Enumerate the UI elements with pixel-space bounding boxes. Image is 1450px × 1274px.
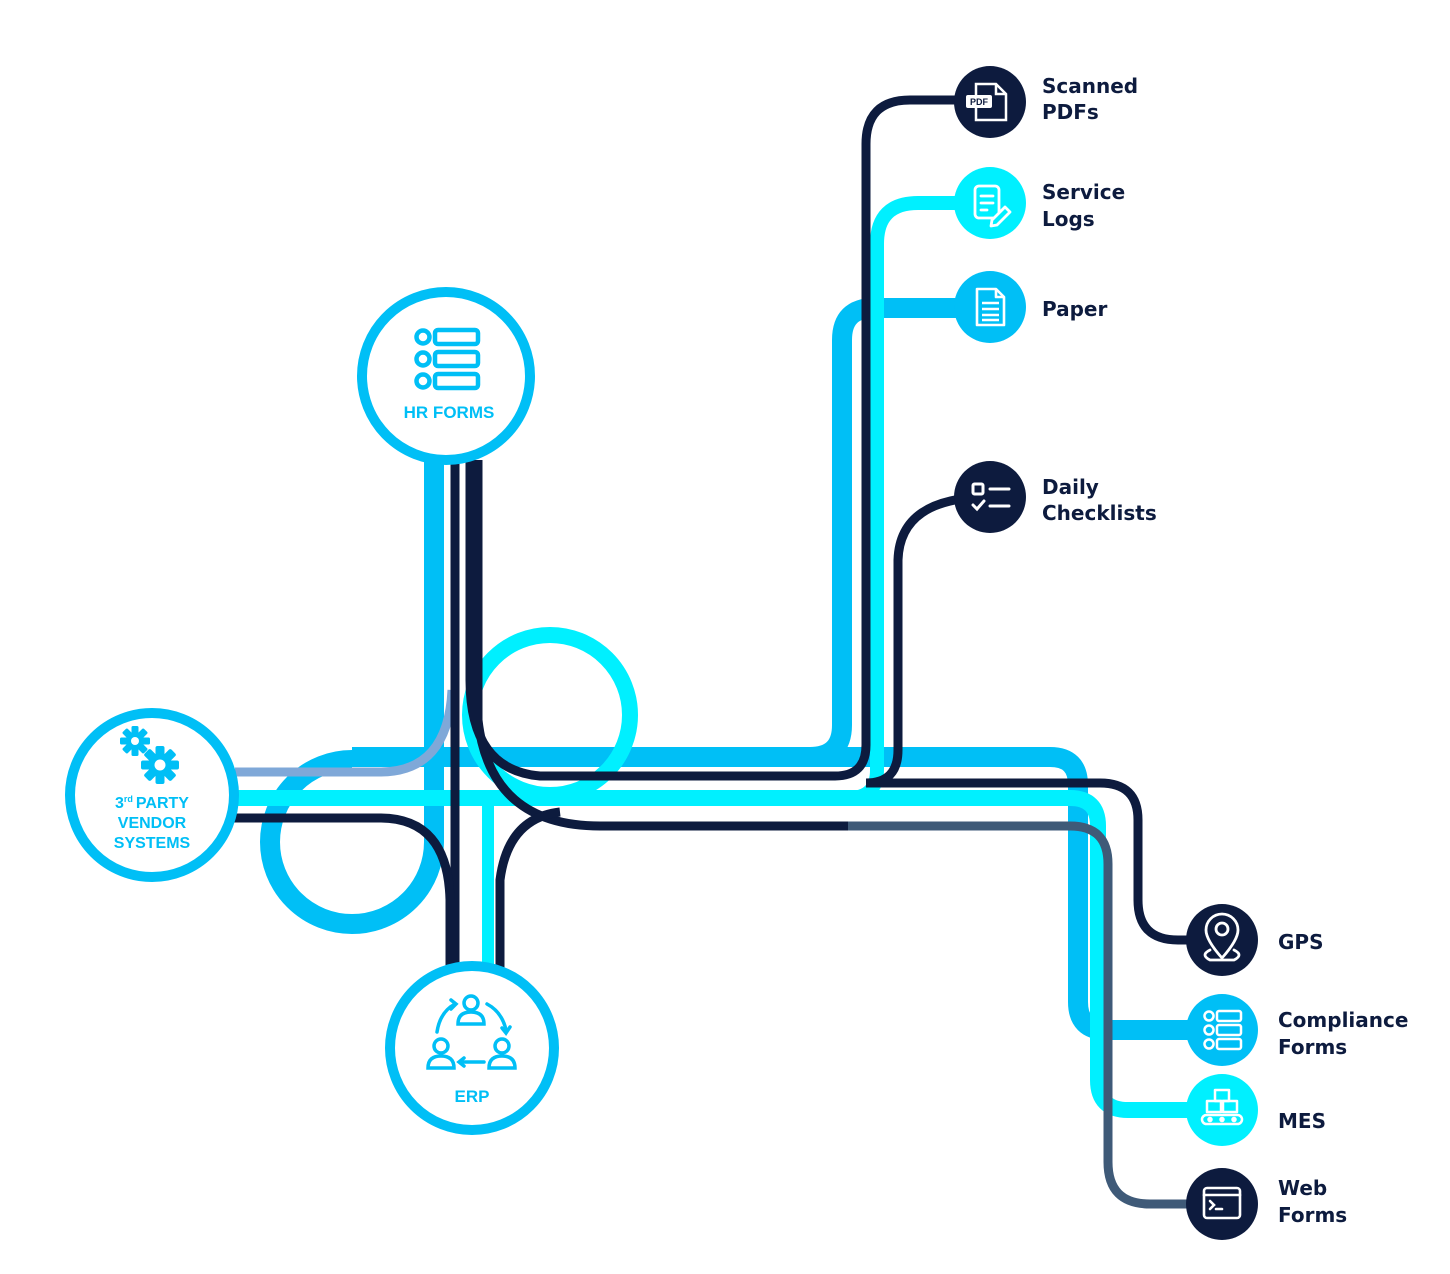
pipe-erp-curve [495,807,561,975]
endpoint-daily-checklists[interactable]: Daily Checklists [954,461,1157,533]
paper-document-icon [975,287,1006,327]
hub-vendor-label-line2: VENDOR [118,815,187,832]
location-pin-icon [1203,912,1241,962]
label-scanned-pdfs-2: PDFs [1042,100,1099,124]
form-list-icon [1203,1009,1243,1051]
gears-icon [120,726,179,784]
pipe-service-logs [848,196,990,805]
hub-hr-forms-label: HR FORMS [404,403,495,422]
list-form-icon [414,327,481,391]
pdf-badge: PDF [970,97,989,107]
pipe-lavender-vendor [235,689,457,777]
pipe-hr-bottom [473,460,848,831]
hub-erp[interactable]: ERP [385,961,559,1135]
conveyor-boxes-icon [1200,1088,1244,1126]
hub-erp-label: ERP [455,1087,490,1106]
endpoint-compliance-forms[interactable]: Compliance Forms [1186,994,1408,1066]
label-web-forms-2: Forms [1278,1203,1347,1227]
people-cycle-icon [426,994,517,1070]
pipe-web-forms [848,821,1222,1209]
label-daily-checklists-1: Daily [1042,475,1099,499]
checklist-icon [971,482,1011,512]
label-compliance-forms-2: Forms [1278,1035,1347,1059]
pipe-vendor-to-erp [230,813,455,980]
label-gps: GPS [1278,930,1323,954]
hub-vendor-label-line3: SYSTEMS [114,835,191,852]
endpoint-paper[interactable]: Paper [954,271,1107,343]
label-compliance-forms-1: Compliance [1278,1008,1408,1032]
pipes [230,95,1222,1209]
endpoint-service-logs[interactable]: Service Logs [954,167,1125,239]
endpoint-scanned-pdfs[interactable]: PDF Scanned PDFs [954,66,1138,138]
label-service-logs-2: Logs [1042,207,1095,231]
label-scanned-pdfs-1: Scanned [1042,74,1138,98]
label-web-forms-1: Web [1278,1176,1327,1200]
label-paper: Paper [1042,297,1107,321]
hub-hr-forms[interactable]: HR FORMS [357,287,535,465]
endpoint-gps[interactable]: GPS [1186,904,1323,976]
pipe-cyan-main [235,790,1200,1118]
label-service-logs-1: Service [1042,180,1125,204]
endpoint-mes[interactable]: MES [1186,1074,1326,1146]
endpoint-web-forms[interactable]: Web Forms [1186,1168,1347,1240]
pdf-file-icon: PDF [966,82,1008,122]
label-daily-checklists-2: Checklists [1042,501,1157,525]
label-mes: MES [1278,1109,1326,1133]
edit-document-icon [973,184,1012,228]
browser-terminal-icon [1202,1186,1242,1220]
pipe-blue-loop [260,460,444,934]
pipe-daily-checklists [865,492,1222,945]
